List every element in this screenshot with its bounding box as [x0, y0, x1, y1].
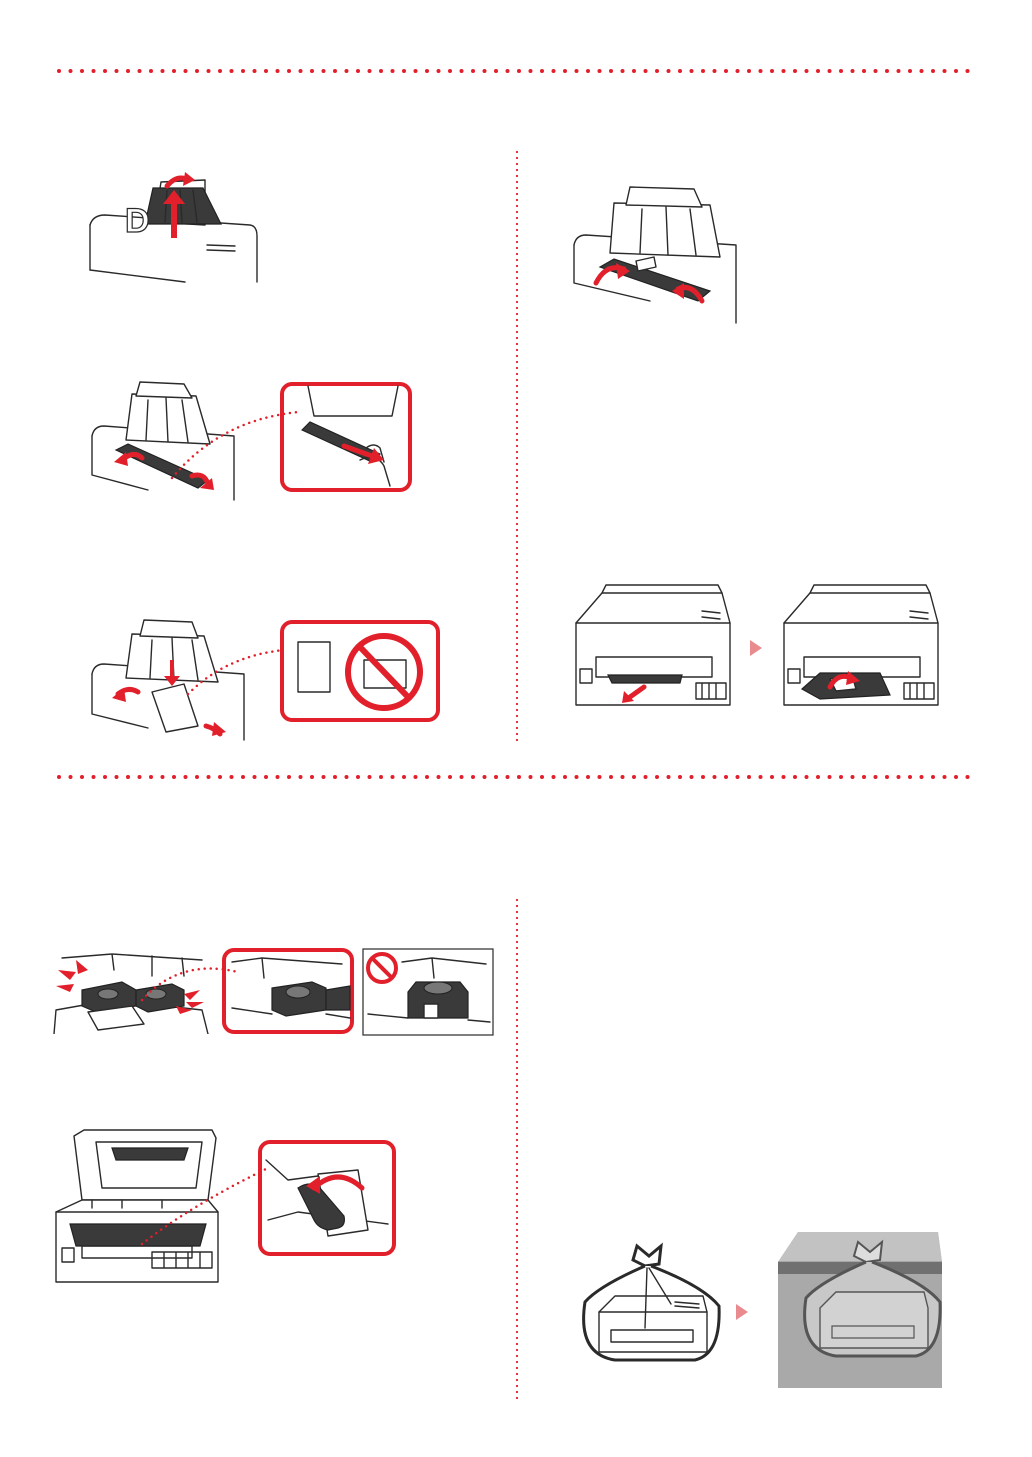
play-triangle-icon: [734, 1302, 750, 1322]
detail-frame-lever: [258, 1140, 396, 1256]
illustration-printer-in-bag: [575, 1242, 723, 1364]
top-dotted-divider: [55, 66, 980, 76]
detail-frame-orientation: [280, 620, 440, 722]
column-divider-upper: [515, 150, 519, 745]
column-divider-lower: [515, 898, 519, 1403]
illustration-output-tray-open: [572, 583, 734, 708]
illustration-paper-support-extend: D: [85, 170, 265, 288]
detail-frame-latch-incorrect: [362, 948, 494, 1036]
illustration-output-tray-extension: [780, 583, 942, 715]
callout-dotted-leader-3: [140, 952, 240, 1002]
callout-dotted-leader-4: [140, 1166, 270, 1246]
illustration-guides-close: [570, 183, 740, 325]
callout-dotted-leader-1: [170, 400, 300, 480]
svg-text:D: D: [125, 202, 150, 240]
middle-dotted-divider: [55, 772, 980, 782]
detail-frame-latch-correct: [222, 948, 354, 1034]
callout-dotted-leader-2: [186, 636, 286, 696]
prohibited-icon: [368, 954, 396, 982]
illustration-printer-in-box: [776, 1228, 944, 1390]
play-triangle-icon: [748, 638, 764, 658]
